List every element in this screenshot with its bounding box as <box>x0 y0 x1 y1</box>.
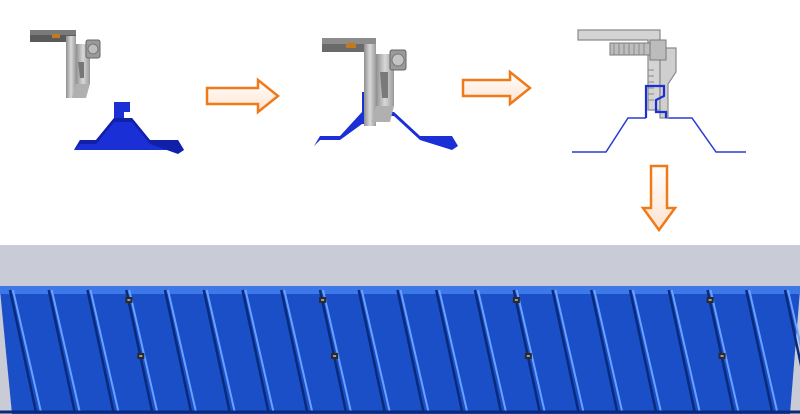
panel-rib <box>86 289 115 413</box>
clamp-mark <box>512 297 520 303</box>
panel-rib <box>202 289 231 413</box>
panel-rib <box>241 289 270 413</box>
panel-rib <box>783 289 800 367</box>
panel-rib-highlight <box>593 289 624 413</box>
solar-panel-array <box>0 245 800 414</box>
clamp-mark <box>524 353 532 359</box>
clamp-mark <box>125 297 133 303</box>
clamp-marks <box>125 297 726 359</box>
bolt-thread <box>613 43 645 55</box>
end-clamp-icon <box>322 38 407 126</box>
panel-rib-highlight <box>12 289 42 413</box>
panel-ribs <box>8 289 800 413</box>
array-surface <box>0 290 800 414</box>
step-1-clamp-separate <box>30 30 184 154</box>
panel-rib <box>280 289 309 413</box>
panel-rib-highlight <box>89 289 120 413</box>
end-clamp-icon <box>30 30 101 98</box>
panel-rib-highlight <box>554 289 585 413</box>
arrow-right-icon <box>205 77 281 115</box>
panel-rib <box>47 289 76 413</box>
panel-rib-highlight <box>438 289 469 413</box>
panel-rib-highlight <box>167 289 197 413</box>
panel-rib-highlight <box>670 289 701 413</box>
panel-rib-highlight <box>322 289 352 413</box>
panel-rib <box>357 289 386 413</box>
arrow-right-icon <box>461 69 533 107</box>
panel-rib-highlight <box>283 289 314 413</box>
panel-rib <box>318 289 348 413</box>
roof-seam-icon <box>74 102 184 154</box>
panel-rib-highlight <box>205 289 236 413</box>
panel-rib <box>163 289 193 413</box>
panel-rib-highlight <box>709 289 740 413</box>
panel-rib <box>8 289 38 413</box>
roof-profile-line <box>572 117 746 153</box>
panel-rib <box>745 289 774 413</box>
serrated-grip <box>648 69 654 101</box>
clamp-mark <box>331 353 339 359</box>
panel-rib <box>512 289 541 413</box>
panel-rib-highlight <box>632 289 662 413</box>
clamp-mark <box>319 297 327 303</box>
panel-rib <box>125 289 154 413</box>
panel-rib <box>590 289 619 413</box>
panel-rib-highlight <box>399 289 430 413</box>
panel-rib <box>435 289 464 413</box>
end-clamp-icon <box>577 29 677 119</box>
panel-rib <box>706 289 735 413</box>
panel-rib-highlight <box>244 289 275 413</box>
panel-rib-highlight <box>787 289 800 347</box>
panel-rib <box>473 289 503 413</box>
clamp-mark <box>706 297 714 303</box>
clamp-mark <box>137 353 145 359</box>
panel-rib-highlight <box>477 289 507 413</box>
panel-rib-highlight <box>748 289 779 413</box>
panel-rib <box>551 289 580 413</box>
clamp-mark <box>718 353 726 359</box>
panel-rib-highlight <box>360 289 391 413</box>
seam-outline <box>644 84 668 118</box>
panel-rib <box>396 289 425 413</box>
panel-rib <box>628 289 658 413</box>
panel-rib <box>667 289 696 413</box>
panel-rib-highlight <box>515 289 546 413</box>
arrow-down-icon <box>640 164 678 233</box>
array-top-edge <box>0 286 800 294</box>
step-3-cross-section <box>572 29 746 153</box>
panel-rib-highlight <box>50 289 81 413</box>
step-2-clamp-mounted <box>314 38 458 150</box>
